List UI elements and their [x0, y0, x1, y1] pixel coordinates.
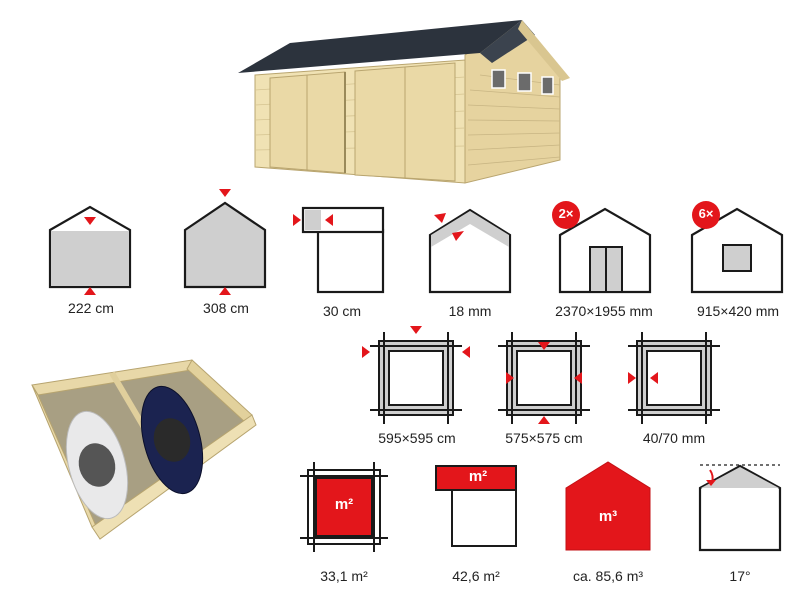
roof-area-unit: m²	[468, 468, 488, 485]
roof-pitch-label: 17°	[729, 568, 751, 584]
door-size-label: 2370×1955 mm	[555, 303, 653, 319]
roof-thickness-label: 18 mm	[448, 303, 492, 319]
window-icon	[690, 201, 784, 294]
roof-thickness-icon	[428, 208, 512, 294]
roof-pitch-icon	[698, 464, 782, 552]
wall-thickness-label: 40/70 mm	[642, 430, 706, 446]
ridge-height-label: 308 cm	[203, 300, 249, 316]
outer-footprint-icon	[362, 326, 470, 424]
roof-overhang-label: 30 cm	[322, 303, 362, 319]
interior-topview	[31, 359, 257, 540]
volume-unit: m³	[598, 508, 618, 525]
wall-height-icon	[48, 205, 132, 295]
ridge-height-icon	[183, 189, 267, 295]
window-count-badge: 6×	[698, 206, 714, 221]
roof-area-label: 42,6 m²	[452, 568, 500, 584]
floor-area-icon	[300, 462, 388, 552]
volume-label: ca. 85,6 m³	[572, 568, 644, 584]
wall-height-label: 222 cm	[68, 300, 114, 316]
roof-overhang-icon	[293, 206, 385, 294]
floor-area-label: 33,1 m²	[320, 568, 368, 584]
door-count-badge: 2×	[558, 206, 574, 221]
window-size-label: 915×420 mm	[696, 303, 780, 319]
floor-area-unit: m²	[334, 496, 354, 513]
roof-area-icon	[435, 465, 517, 547]
inner-size-label: 575×575 cm	[505, 430, 583, 446]
door-icon	[552, 201, 652, 294]
wall-thickness-icon	[628, 332, 720, 424]
volume-icon	[565, 461, 651, 551]
garage-render	[238, 20, 570, 184]
outer-size-label: 595×595 cm	[378, 430, 456, 446]
inner-footprint-icon	[498, 332, 590, 424]
